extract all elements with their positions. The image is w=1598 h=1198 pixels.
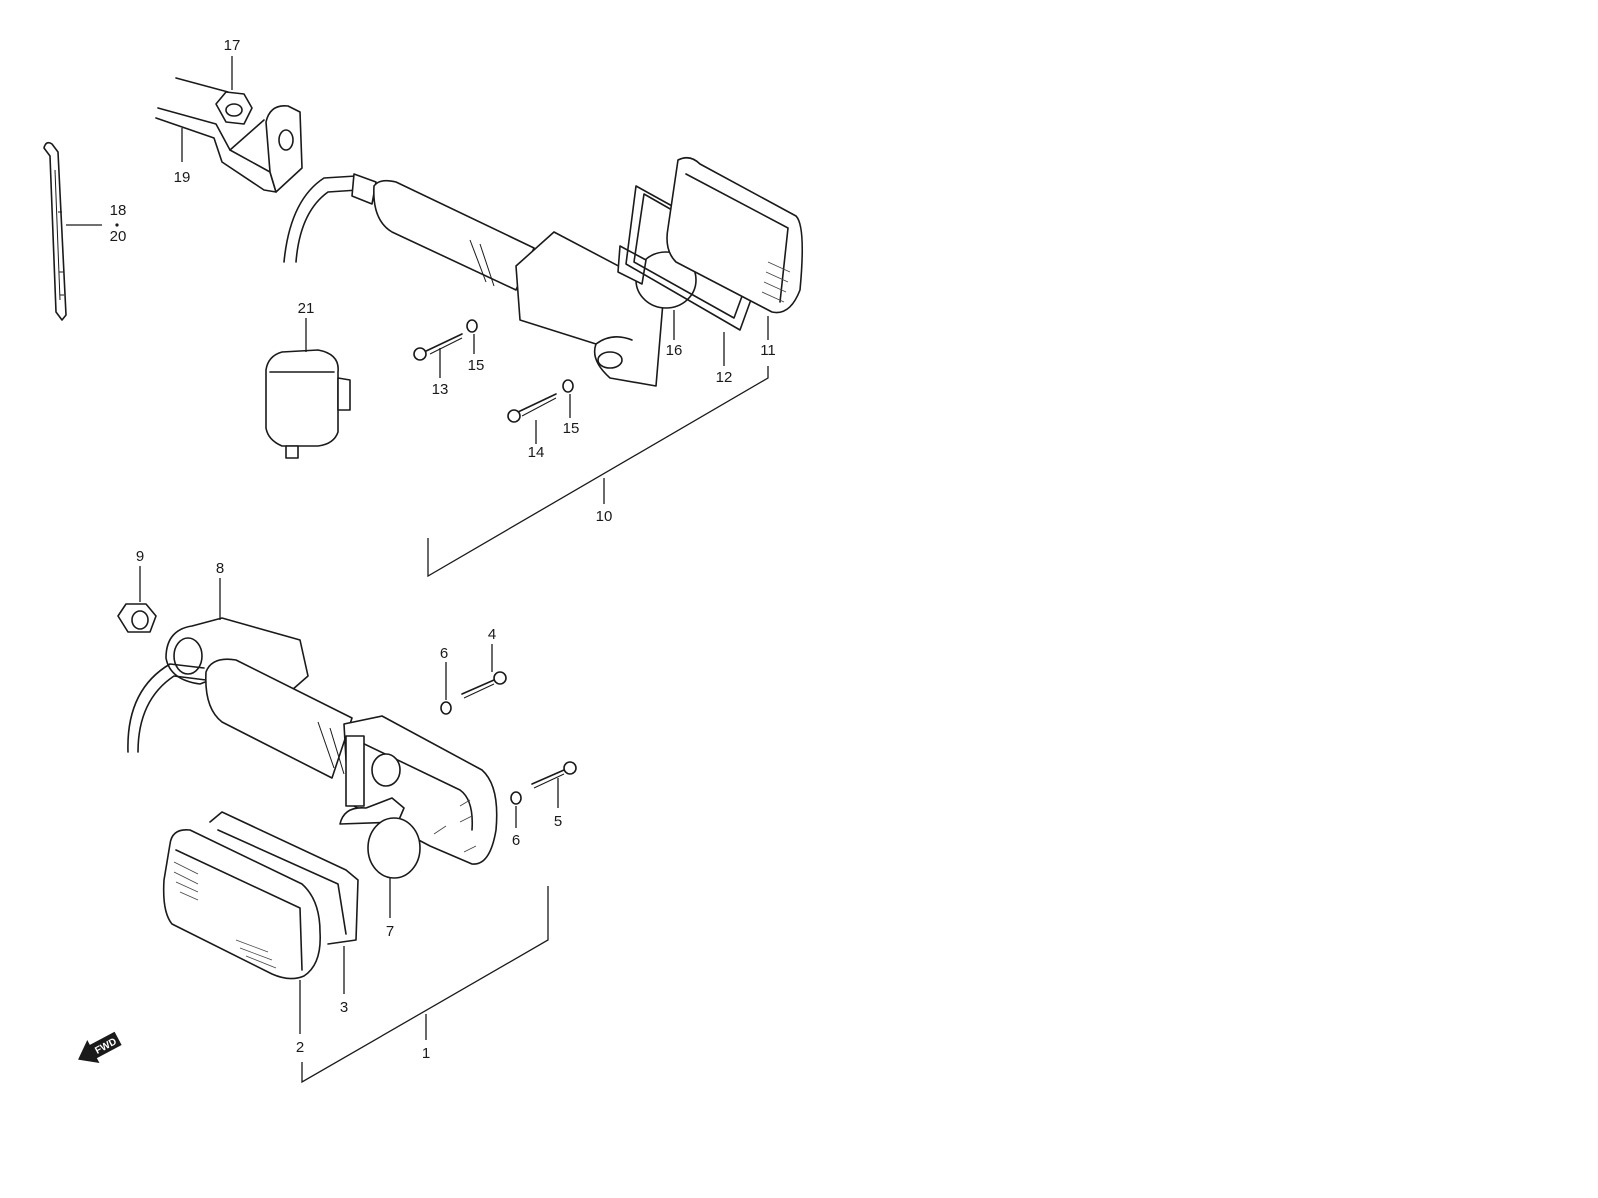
fwd-arrow-icon: FWD: [78, 1031, 122, 1063]
callout-8: 8: [216, 560, 224, 577]
flasher-relay-21: [265, 349, 351, 459]
cable-tie-part: [43, 141, 67, 321]
callout-6a: 6: [440, 645, 448, 662]
screw-5: [531, 761, 577, 789]
callout-17: 17: [224, 37, 241, 54]
callout-1: 1: [422, 1045, 430, 1062]
callout-11: 11: [760, 342, 776, 359]
callout-12: 12: [716, 369, 733, 386]
callout-10: 10: [596, 508, 613, 525]
callout-5: 5: [554, 813, 562, 830]
washer-15a: [466, 319, 478, 333]
callouts: 17 19 18 20 21 13 15 14 15 16 12 11 10 9…: [110, 37, 776, 1062]
washer-15b: [562, 379, 574, 393]
callout-6b: 6: [512, 832, 520, 849]
callout-20: 20: [110, 228, 127, 245]
leader-lines: [66, 56, 769, 1084]
screw-4: [461, 671, 507, 699]
front-turn-signal-assembly: [117, 603, 498, 980]
callout-4: 4: [488, 626, 496, 643]
screw-14: [507, 393, 557, 423]
callout-9: 9: [136, 548, 144, 565]
callout-2: 2: [296, 1039, 304, 1056]
washer-6a: [440, 701, 452, 715]
callout-21: 21: [298, 300, 315, 317]
callout-15a: 15: [468, 357, 485, 374]
screw-13: [413, 333, 463, 361]
fwd-label: FWD: [93, 1036, 118, 1056]
callout-3: 3: [340, 999, 348, 1016]
callout-19: 19: [174, 169, 191, 186]
hex-nut-17: [215, 91, 253, 125]
callout-15b: 15: [563, 420, 580, 437]
callout-14: 14: [528, 444, 545, 461]
callout-13: 13: [432, 381, 449, 398]
washer-6b: [510, 791, 522, 805]
rear-turn-signal-assembly: [283, 156, 804, 387]
mounting-bracket-part: [155, 77, 303, 193]
callout-16: 16: [666, 342, 683, 359]
callout-7: 7: [386, 923, 394, 940]
callout-18: 18: [110, 202, 127, 219]
callout-dot: [115, 223, 119, 227]
